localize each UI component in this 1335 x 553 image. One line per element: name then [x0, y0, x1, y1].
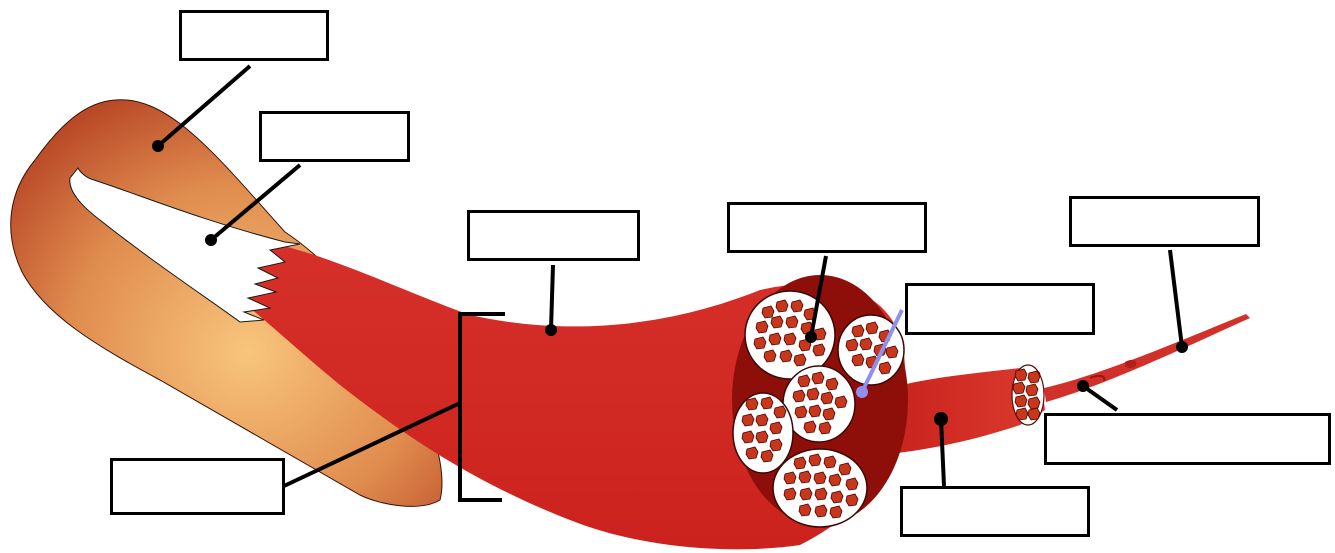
label-box-skeletal-muscle[interactable]: [110, 458, 285, 515]
label-box-tendon[interactable]: [179, 10, 329, 61]
label-box-epimysium[interactable]: [467, 210, 640, 261]
muscle-fiber: [1044, 314, 1250, 402]
capillary-line: [860, 309, 904, 393]
label-box-tendon-insertion[interactable]: [259, 111, 410, 162]
label-box-endomysium[interactable]: [1044, 413, 1331, 465]
fascicle-bundle: [862, 368, 1045, 455]
capillary-dot: [856, 386, 868, 398]
muscle-belly: [240, 240, 906, 550]
muscle-bracket: [458, 312, 505, 502]
leader-lines: [156, 64, 1184, 488]
fiber-detail: [1089, 374, 1106, 382]
leader-dots: [152, 140, 1188, 426]
tendon-insertion: [69, 167, 301, 323]
label-box-fascicle[interactable]: [727, 202, 927, 253]
label-box-perimysium[interactable]: [900, 486, 1090, 537]
label-box-blood-vessel[interactable]: [905, 283, 1095, 335]
fiber-nucleus: [1124, 359, 1137, 369]
label-box-muscle-fiber[interactable]: [1069, 196, 1260, 247]
